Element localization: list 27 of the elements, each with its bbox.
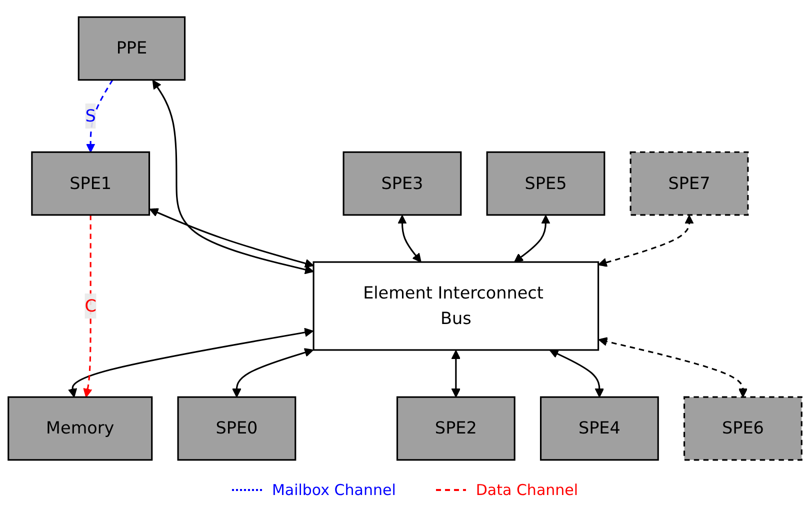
node-box (486, 151, 606, 216)
edge-label: C (84, 296, 96, 316)
arrow (598, 337, 748, 398)
arrow (451, 350, 461, 398)
arrow (398, 214, 422, 262)
block-diagram: S C PPE SPE1 SPE3 SPE5 SPE7 Element Interconnect Bus Memory SPE0 SPE2 SPE4 SPE6 (0, 0, 810, 477)
node-box (8, 396, 153, 461)
node-box (312, 261, 600, 351)
node-box (78, 16, 186, 81)
arrow (68, 328, 314, 398)
arrow (232, 348, 314, 398)
arrow (152, 80, 314, 274)
arrow (83, 214, 92, 398)
edge-label: S (85, 106, 96, 126)
legend-label: Data Channel (476, 481, 578, 499)
node-box (31, 151, 150, 216)
node-box (177, 396, 296, 461)
node-box (396, 396, 516, 461)
node-box (342, 151, 462, 216)
arrow (514, 214, 550, 262)
node-box (630, 151, 749, 216)
node-box (684, 396, 802, 461)
node-box (540, 396, 659, 461)
arrow (598, 214, 694, 267)
legend-label: Mailbox Channel (272, 481, 396, 499)
arrow (149, 208, 314, 268)
arrow (549, 350, 604, 398)
